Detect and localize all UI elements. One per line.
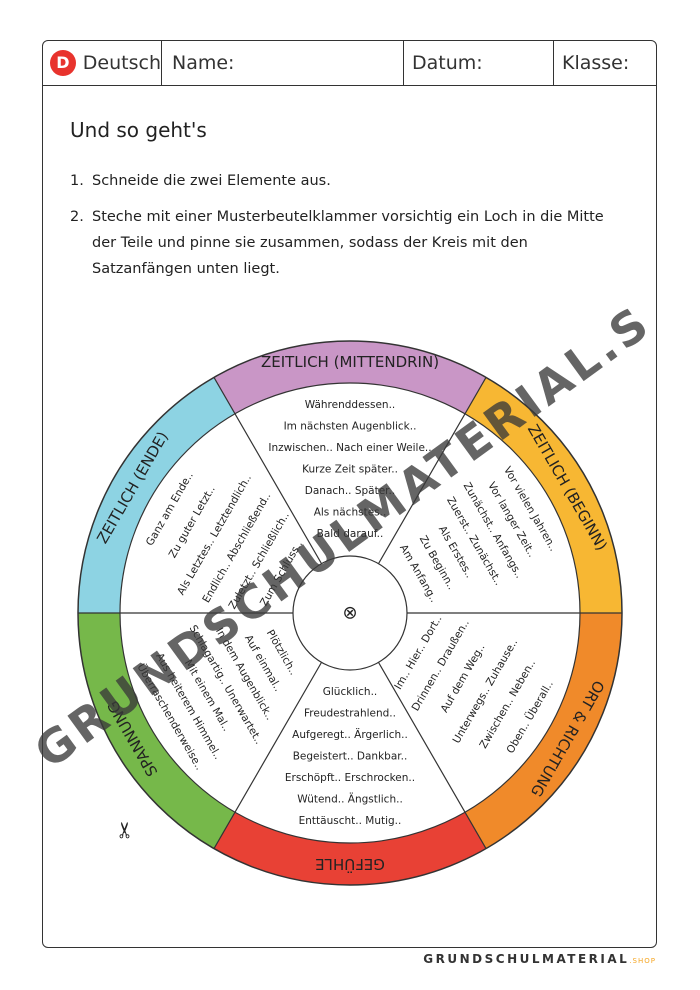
sector-divider <box>377 662 487 849</box>
sentence-starter: Inzwischen.. Nach einer Weile.. <box>268 442 431 454</box>
step-number: 1. <box>70 173 84 189</box>
instruction-step: 1. Schneide die zwei Elemente aus. <box>70 168 615 194</box>
sector-divider <box>377 377 487 564</box>
subject-cell: D Deutsch <box>42 40 162 85</box>
class-label: Klasse: <box>562 51 630 74</box>
page-title: Und so geht's <box>70 118 207 142</box>
wheel-ring-segment <box>78 613 235 849</box>
subject-label: Deutsch <box>82 51 161 74</box>
sentence-starter: Erschöpft.. Erschrocken.. <box>285 772 415 784</box>
sentence-starter: Aufgeregt.. Ärgerlich.. <box>292 728 408 741</box>
date-label: Datum: <box>412 51 483 74</box>
wheel-svg: ZEITLICH (MITTENDRIN)ZEITLICH (BEGINN)OR… <box>77 340 623 886</box>
subject-logo-icon: D <box>50 49 76 76</box>
wheel-ring-segment <box>214 812 486 885</box>
wheel-ring-segment <box>214 341 486 414</box>
sentence-starter: Wütend.. Ängstlich.. <box>297 793 403 806</box>
sentence-starter: Freudestrahlend.. <box>304 708 396 720</box>
footer-brand: GRUNDSCHULMATERIAL.SHOP <box>423 952 656 966</box>
name-field[interactable]: Name: <box>162 40 404 85</box>
footer-brand-name: GRUNDSCHULMATERIAL <box>423 952 630 966</box>
name-label: Name: <box>172 51 235 74</box>
sector-title: GEFÜHLE <box>315 855 385 874</box>
sector-title: ZEITLICH (MITTENDRIN) <box>261 353 439 371</box>
sentence-starter-wheel: ZEITLICH (MITTENDRIN)ZEITLICH (BEGINN)OR… <box>40 330 660 910</box>
step-number: 2. <box>70 209 84 225</box>
worksheet-frame <box>42 40 657 948</box>
sector-divider <box>213 662 323 849</box>
footer-brand-shop: .SHOP <box>629 957 656 965</box>
instruction-list: 1. Schneide die zwei Elemente aus. 2. St… <box>70 168 615 292</box>
sentence-starter: Kurze Zeit später.. <box>302 464 398 476</box>
class-field[interactable]: Klasse: <box>554 40 657 85</box>
pin-hole-icon: ⊗ <box>342 603 357 624</box>
sentence-starter: Begeistert.. Dankbar.. <box>293 751 408 763</box>
wheel-ring-segment <box>465 377 622 613</box>
sentence-starter: Enttäuscht.. Mutig.. <box>299 815 402 827</box>
instruction-step: 2. Steche mit einer Musterbeutelklammer … <box>70 204 615 282</box>
wheel-ring-segment <box>465 613 622 849</box>
worksheet-header: D Deutsch Name: Datum: Klasse: <box>42 40 657 86</box>
sentence-starter: Im nächsten Augenblick.. <box>284 421 417 433</box>
date-field[interactable]: Datum: <box>404 40 554 85</box>
step-text: Steche mit einer Musterbeutelklammer vor… <box>92 209 604 277</box>
step-text: Schneide die zwei Elemente aus. <box>92 173 331 189</box>
sentence-starter: Währenddessen.. <box>305 399 396 411</box>
sentence-starter: Danach.. Später.. <box>305 485 395 497</box>
scissors-icon: ✂ <box>114 821 139 839</box>
wheel-ring-segment <box>78 377 235 613</box>
sentence-starter: Glücklich.. <box>323 686 378 698</box>
sentence-starter: Bald darauf.. <box>317 528 384 540</box>
wheel-center-disc <box>292 555 408 671</box>
sector-divider <box>213 377 323 564</box>
sentence-starter: Als nächstes.. <box>314 507 387 519</box>
